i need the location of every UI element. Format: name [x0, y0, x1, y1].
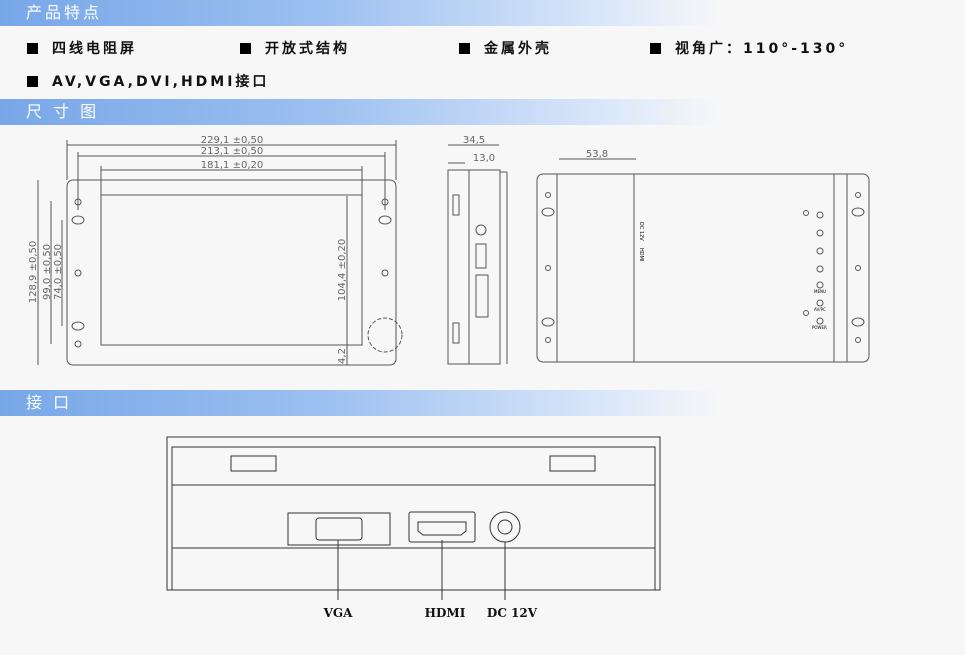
port-label-dc: DC 12V: [487, 606, 538, 620]
feature-text: 四线电阻屏: [52, 41, 137, 57]
feature-text: AV,VGA,DVI,HDMI接口: [52, 74, 270, 90]
feature-text: 金属外壳: [484, 41, 552, 57]
feature-text: 开放式结构: [265, 41, 350, 57]
vga-port: [287, 512, 391, 546]
dim-height-overall: 128,9 ±0,50: [28, 241, 39, 303]
bullet-icon: [650, 43, 661, 54]
bullet-icon: [27, 43, 38, 54]
bullet-icon: [459, 43, 470, 54]
button-label-avpc: AV/PC: [814, 307, 826, 312]
feature-text: 视角广：110°-130°: [675, 41, 849, 57]
bullet-icon: [240, 43, 251, 54]
section-header-dimensions: 尺 寸 图: [0, 99, 720, 125]
button-label-power: POWER: [812, 325, 827, 330]
side-view: [447, 144, 508, 365]
bullet-icon: [27, 76, 38, 87]
dim-height-holes: 99,0 ±0,50: [42, 244, 53, 300]
feature-item: 金属外壳: [459, 38, 552, 58]
feature-item: AV,VGA,DVI,HDMI接口: [27, 71, 269, 91]
dim-depth: 34,5: [463, 135, 485, 146]
dim-back-offset: 53,8: [586, 149, 608, 160]
hdmi-port: [408, 511, 476, 543]
back-label-hdmi: HDMI: [638, 248, 644, 261]
dim-height-screen: 104,4 ±0,20: [337, 239, 348, 301]
interface-panel: [166, 436, 661, 600]
feature-item: 视角广：110°-130°: [650, 38, 848, 58]
dim-height-slots: 74,0 ±0,50: [53, 244, 64, 300]
front-view: [37, 140, 403, 366]
dim-bottom-margin: 4,2: [337, 348, 348, 364]
back-view: [536, 158, 870, 363]
dim-width-overall: 229,1 ±0,50: [201, 135, 263, 146]
section-header-features: 产品特点: [0, 0, 720, 26]
feature-item: 开放式结构: [240, 38, 350, 58]
feature-item: 四线电阻屏: [27, 38, 137, 58]
back-label-dc: DC 12V: [638, 222, 644, 241]
section-header-interfaces: 接 口: [0, 390, 720, 416]
dim-width-screen: 181,1 ±0,20: [201, 160, 263, 171]
port-label-vga: VGA: [323, 606, 354, 620]
port-label-hdmi: HDMI: [425, 606, 466, 620]
dim-width-holes: 213,1 ±0,50: [201, 146, 263, 157]
dim-panel-depth: 13,0: [473, 153, 495, 164]
button-label-menu: MENU: [814, 289, 826, 294]
dc-jack: [489, 511, 521, 543]
